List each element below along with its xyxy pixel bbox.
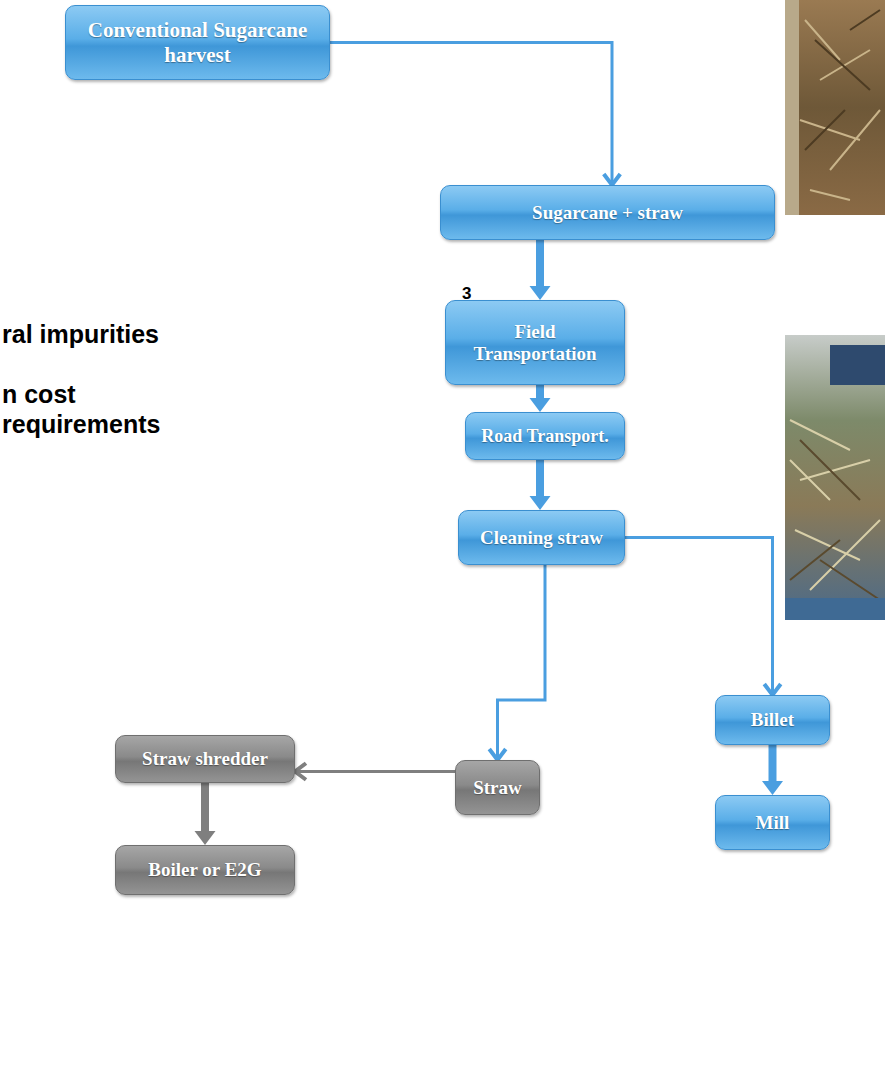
node-text: Cleaning straw [480, 527, 603, 549]
mill-box: Mill [715, 795, 830, 850]
node-text: Billet [751, 709, 794, 731]
flow-line [295, 763, 455, 780]
node-text: Straw shredder [142, 748, 268, 770]
side-note: ral impurities [2, 320, 159, 349]
connector-line [330, 43, 612, 185]
flow-arrow [762, 745, 783, 795]
arrow-head [195, 831, 216, 845]
node-text: Road Transport. [481, 426, 608, 447]
harvest-photo [785, 0, 885, 215]
arrow-head [530, 398, 551, 412]
node-text: Sugarcane + straw [532, 202, 683, 224]
arrow-head [489, 749, 506, 760]
arrow-head [530, 286, 551, 300]
transport-photo [785, 335, 885, 620]
side-note: requirements [2, 410, 160, 439]
side-note: n cost [2, 380, 76, 409]
node-text: Conventional Sugarcane harvest [76, 18, 319, 66]
flow-arrow [195, 783, 216, 845]
process-box: Cleaning straw [458, 510, 625, 565]
connector-line [536, 460, 544, 497]
flow-line [489, 565, 545, 760]
node-text: Boiler or E2G [148, 859, 261, 881]
arrow-head [604, 174, 621, 185]
connector-line [296, 770, 455, 773]
straw-box: Straw [455, 760, 540, 815]
node-text: Mill [756, 812, 790, 834]
process-box: Road Transport. [465, 412, 625, 460]
callout-number: 3 [462, 284, 471, 304]
arrow-head [295, 763, 306, 780]
connector-line [201, 783, 209, 832]
harvest-box: Conventional Sugarcane harvest [65, 5, 330, 80]
flow-arrow [530, 240, 551, 300]
flow-line [625, 538, 781, 696]
arrow-head [762, 781, 783, 795]
node-text: Field Transportation [456, 321, 614, 365]
connector-line [498, 565, 546, 759]
flow-arrow [530, 385, 551, 412]
output-box: Boiler or E2G [115, 845, 295, 895]
process-box: Field Transportation [445, 300, 625, 385]
flow-line [330, 43, 620, 186]
connector-line [536, 240, 544, 287]
arrow-head [530, 496, 551, 510]
product-box: Billet [715, 695, 830, 745]
connector-line [536, 385, 544, 399]
node-text: Straw [473, 777, 522, 799]
shredder-box: Straw shredder [115, 735, 295, 783]
process-box: Sugarcane + straw [440, 185, 775, 240]
connector-line [625, 538, 773, 695]
arrow-head [764, 684, 781, 695]
flow-arrow [530, 460, 551, 510]
connector-line [769, 745, 777, 782]
